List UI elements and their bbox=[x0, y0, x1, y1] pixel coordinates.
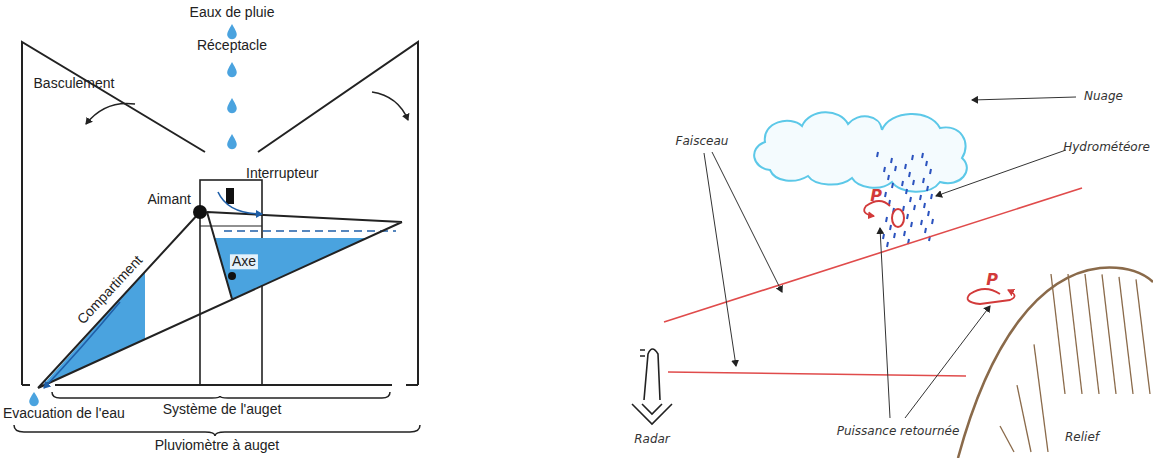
flow-arrow bbox=[218, 192, 262, 214]
rain-stroke bbox=[910, 197, 911, 202]
rain-stroke bbox=[877, 152, 878, 157]
bracket bbox=[14, 425, 420, 436]
rain-stroke bbox=[905, 164, 906, 169]
rain-stroke bbox=[920, 195, 921, 200]
hatch-stroke bbox=[1068, 274, 1082, 394]
drop bbox=[227, 98, 237, 113]
target-ring bbox=[892, 209, 904, 227]
hatch-stroke bbox=[1085, 274, 1099, 394]
rain-stroke bbox=[885, 192, 886, 197]
rain-stroke bbox=[914, 205, 915, 210]
part-name: Aimant bbox=[147, 192, 191, 207]
leader-lines bbox=[704, 97, 1076, 418]
hatch-stroke bbox=[1051, 274, 1065, 394]
post-top bbox=[200, 225, 262, 226]
magnet bbox=[193, 205, 207, 219]
radar-mark bbox=[640, 355, 645, 357]
rain-stroke bbox=[923, 178, 924, 183]
rain-stroke bbox=[906, 189, 907, 194]
rain-stroke bbox=[895, 166, 896, 171]
housing-left bbox=[22, 42, 205, 385]
axis-dot bbox=[228, 272, 236, 280]
rain-stroke bbox=[909, 172, 910, 177]
part-name: Basculement bbox=[34, 76, 115, 91]
part-name: Réceptacle bbox=[197, 38, 267, 53]
drop bbox=[29, 392, 39, 406]
hydrometeor-marks bbox=[877, 152, 933, 247]
rain-stroke bbox=[924, 203, 925, 208]
part-name: Radar bbox=[634, 433, 670, 446]
rain-stroke bbox=[927, 186, 928, 191]
rain-stroke bbox=[892, 183, 893, 188]
rain-stroke bbox=[912, 155, 913, 160]
rain-stroke bbox=[922, 153, 923, 158]
hatch-stroke bbox=[1102, 274, 1116, 394]
part-name: Nuage bbox=[1084, 90, 1123, 103]
rain-stroke bbox=[926, 161, 927, 166]
part-name: Interrupteur bbox=[246, 166, 318, 181]
water-right bbox=[215, 238, 367, 299]
caption-text: Eaux de pluie bbox=[190, 5, 275, 20]
rain-stroke bbox=[886, 217, 887, 222]
rain-stroke bbox=[902, 181, 903, 186]
tilt-arrow bbox=[86, 103, 135, 124]
part-name: Relief bbox=[1065, 431, 1099, 444]
rain-stroke bbox=[930, 169, 931, 174]
radar-mark bbox=[640, 349, 645, 351]
part-name: Puissance retournée bbox=[837, 425, 960, 438]
rain-stroke bbox=[883, 234, 884, 239]
rain-stroke bbox=[921, 220, 922, 225]
part-name: Evacuation de l'eau bbox=[3, 406, 125, 421]
beam-lower bbox=[668, 372, 966, 376]
rain-stroke bbox=[913, 180, 914, 185]
hatch-stroke bbox=[1136, 279, 1150, 394]
radar-scene bbox=[632, 97, 1153, 458]
rain-stroke bbox=[887, 242, 888, 247]
cloud bbox=[754, 112, 967, 192]
rain-stroke bbox=[891, 158, 892, 163]
drop bbox=[227, 62, 237, 77]
group-name: Système de l'auget bbox=[163, 402, 282, 417]
tilt-arrow bbox=[372, 92, 408, 120]
rain-stroke bbox=[932, 219, 933, 224]
hatch-stroke bbox=[1017, 385, 1031, 452]
power-symbol: P bbox=[870, 187, 882, 205]
rain-stroke bbox=[888, 175, 889, 180]
part-name: Faisceau bbox=[676, 135, 729, 148]
rain-stroke bbox=[911, 222, 912, 227]
hatch-stroke bbox=[1034, 344, 1048, 452]
group-name: Pluviomètre à auget bbox=[155, 438, 280, 453]
power-symbol: P bbox=[986, 271, 998, 289]
rain-stroke bbox=[928, 211, 929, 216]
rain-stroke bbox=[890, 225, 891, 230]
hatch-stroke bbox=[1000, 426, 1014, 452]
rain-stroke bbox=[907, 214, 908, 219]
relief bbox=[958, 268, 1153, 458]
radar-base bbox=[632, 404, 672, 424]
rain-stroke bbox=[931, 194, 932, 199]
bucket bbox=[14, 24, 420, 436]
hatch-stroke bbox=[1119, 277, 1133, 394]
rain-stroke bbox=[904, 231, 905, 236]
rain-stroke bbox=[903, 206, 904, 211]
rain-stroke bbox=[884, 167, 885, 172]
relief-hatching bbox=[1000, 274, 1150, 452]
part-name: Hydrométéore bbox=[1063, 141, 1150, 154]
drop bbox=[227, 134, 237, 149]
return-arrow bbox=[968, 289, 1015, 304]
housing-right bbox=[258, 42, 418, 385]
switch bbox=[226, 188, 234, 204]
rain-stroke bbox=[925, 228, 926, 233]
bracket bbox=[52, 392, 390, 398]
water-level bbox=[224, 230, 396, 232]
bucket-outline bbox=[38, 212, 402, 388]
drop bbox=[227, 24, 237, 39]
part-name: Axe bbox=[230, 254, 258, 269]
radar-antenna bbox=[644, 349, 660, 400]
rain-stroke bbox=[894, 233, 895, 238]
